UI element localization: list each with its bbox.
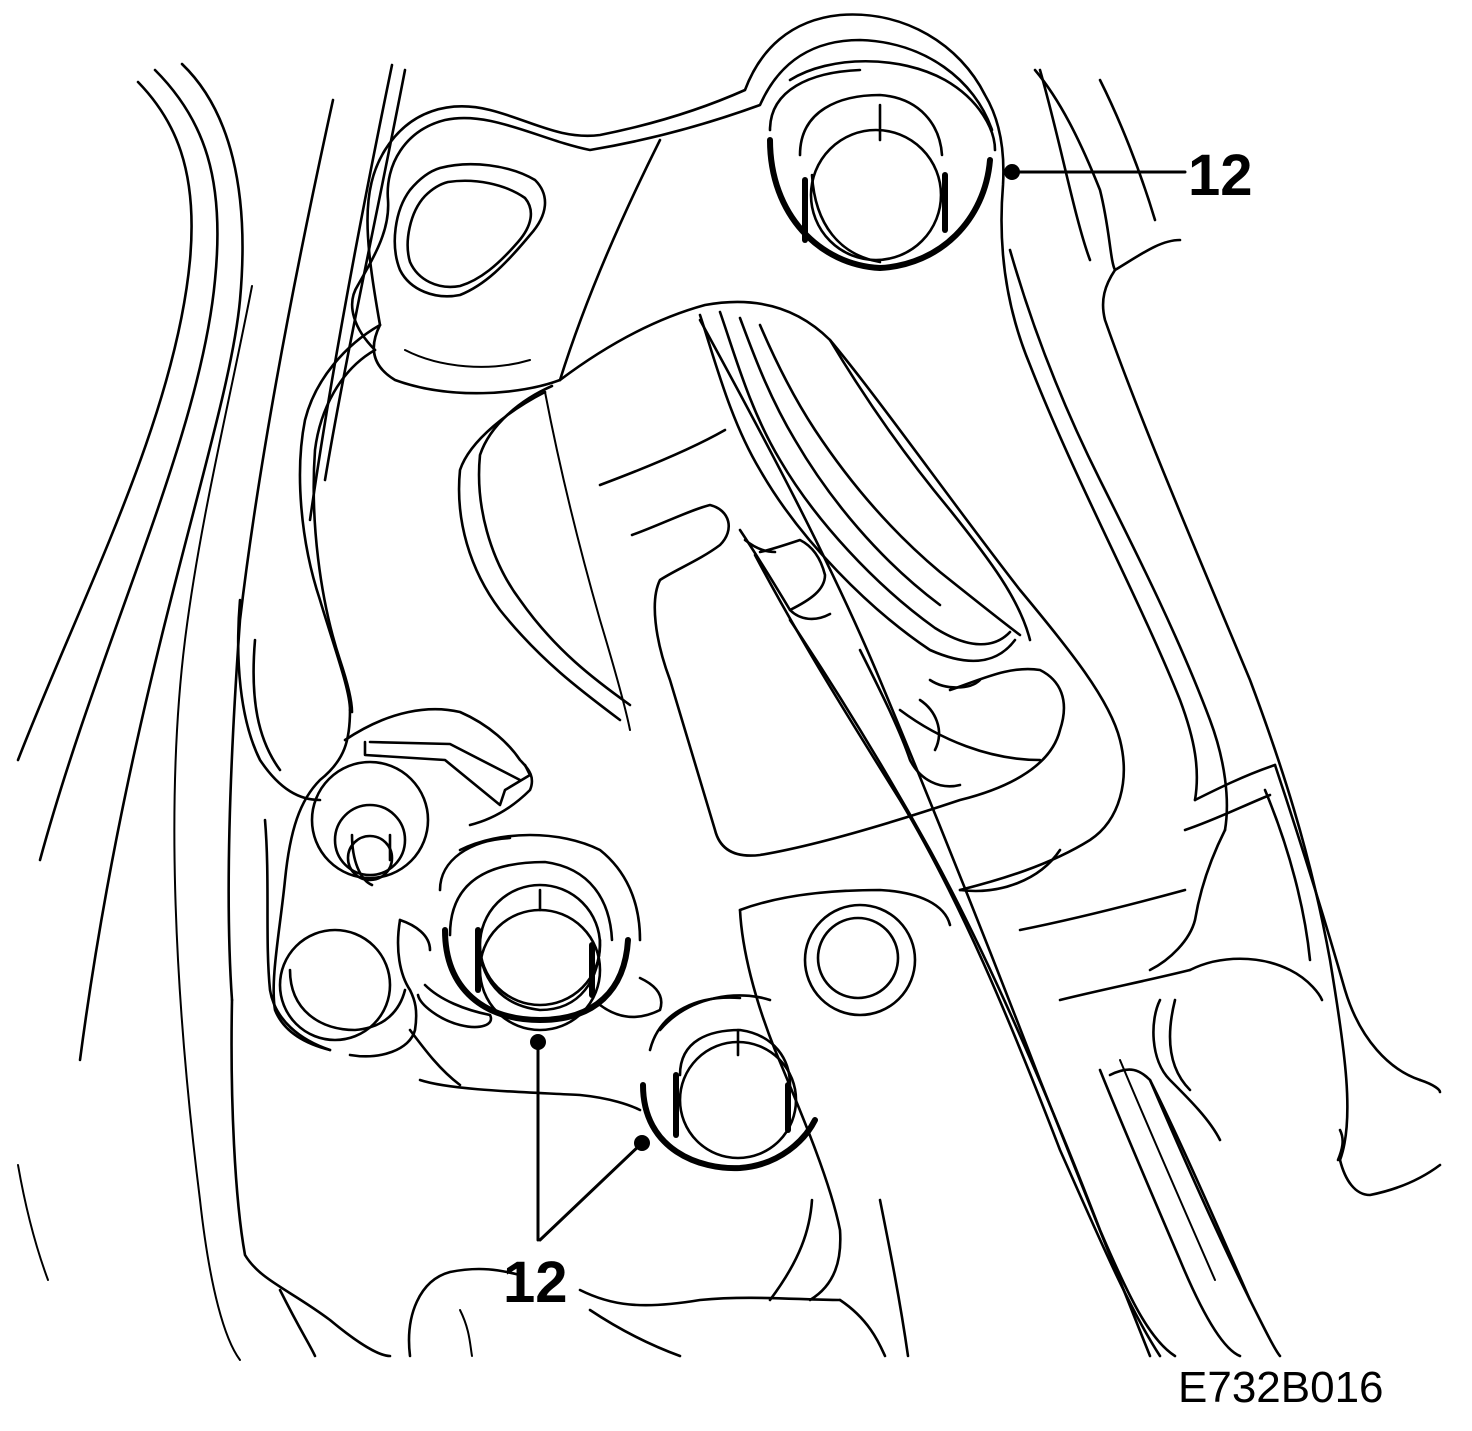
lever-arm xyxy=(598,428,1066,893)
leader-line-lower xyxy=(538,1141,644,1242)
callout-bottom: 12 xyxy=(503,1250,568,1315)
stud-and-clip xyxy=(263,707,534,1052)
upper-slot xyxy=(393,162,547,298)
rails xyxy=(698,318,1282,1358)
fastener-lower xyxy=(640,994,818,1172)
figure-code: E732B016 xyxy=(1178,1363,1384,1412)
central-cutout xyxy=(457,300,1126,892)
callout-top-right: 12 xyxy=(1188,143,1253,208)
small-round-hole xyxy=(738,888,952,1302)
right-structure xyxy=(1008,68,1442,1197)
fastener-top xyxy=(767,60,997,272)
bottom-contours xyxy=(230,998,910,1358)
bracket-plate xyxy=(236,13,1199,802)
fastener-middle xyxy=(416,833,663,1032)
left-body-contours xyxy=(16,62,407,1361)
lower-left-hole xyxy=(278,918,432,1058)
leader-lines xyxy=(530,164,1187,1242)
